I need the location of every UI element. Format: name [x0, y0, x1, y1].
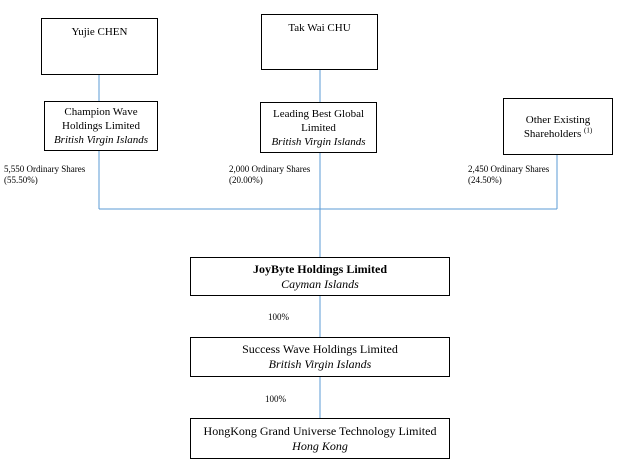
company-name: JoyByte Holdings Limited [252, 261, 387, 276]
person-box-chu: Tak Wai CHU [261, 14, 378, 70]
company-name-line2: Limited [301, 121, 336, 134]
company-jurisdiction: British Virgin Islands [53, 134, 149, 146]
company-box-success: Success Wave Holdings Limited British Vi… [190, 337, 450, 377]
person-box-chen: Yujie CHEN [41, 18, 158, 75]
holder-name-line1: Other Existing [525, 113, 591, 126]
share-count: 2,450 Ordinary Shares [468, 164, 550, 174]
company-name-line2: Holdings Limited [62, 120, 140, 132]
company-jurisdiction: British Virgin Islands [271, 135, 366, 148]
holder-box-other: Other Existing Shareholders (1) [503, 98, 613, 155]
holder-name-line2: Shareholders (1) [523, 125, 593, 140]
footnote-marker: (1) [584, 125, 593, 134]
ownership-percent-joybyte-success: 100% [268, 312, 289, 322]
company-jurisdiction: British Virgin Islands [268, 357, 372, 371]
company-name-line1: Leading Best Global [272, 107, 365, 120]
holder-box-champion: Champion Wave Holdings Limited British V… [44, 101, 158, 151]
share-percent: (24.50%) [468, 175, 502, 185]
share-count: 2,000 Ordinary Shares [229, 164, 311, 174]
share-count: 5,550 Ordinary Shares [4, 164, 86, 174]
person-name: Tak Wai CHU [288, 22, 351, 34]
shareholding-label-champion: 5,550 Ordinary Shares (55.50%) [4, 164, 85, 186]
company-name: Success Wave Holdings Limited [242, 342, 398, 356]
shareholding-label-leading: 2,000 Ordinary Shares (20.00%) [229, 164, 310, 186]
share-percent: (55.50%) [4, 175, 38, 185]
company-box-hongkong: HongKong Grand Universe Technology Limit… [190, 418, 450, 459]
company-jurisdiction: Cayman Islands [281, 276, 359, 291]
company-jurisdiction: Hong Kong [292, 438, 348, 453]
share-percent: (20.00%) [229, 175, 263, 185]
ownership-percent-success-hk: 100% [265, 394, 286, 404]
holder-box-leading: Leading Best Global Limited British Virg… [260, 102, 377, 153]
company-name-line1: Champion Wave [64, 106, 138, 118]
company-name: HongKong Grand Universe Technology Limit… [203, 423, 437, 438]
shareholding-label-other: 2,450 Ordinary Shares (24.50%) [468, 164, 549, 186]
company-box-joybyte: JoyByte Holdings Limited Cayman Islands [190, 257, 450, 296]
person-name: Yujie CHEN [71, 26, 128, 38]
